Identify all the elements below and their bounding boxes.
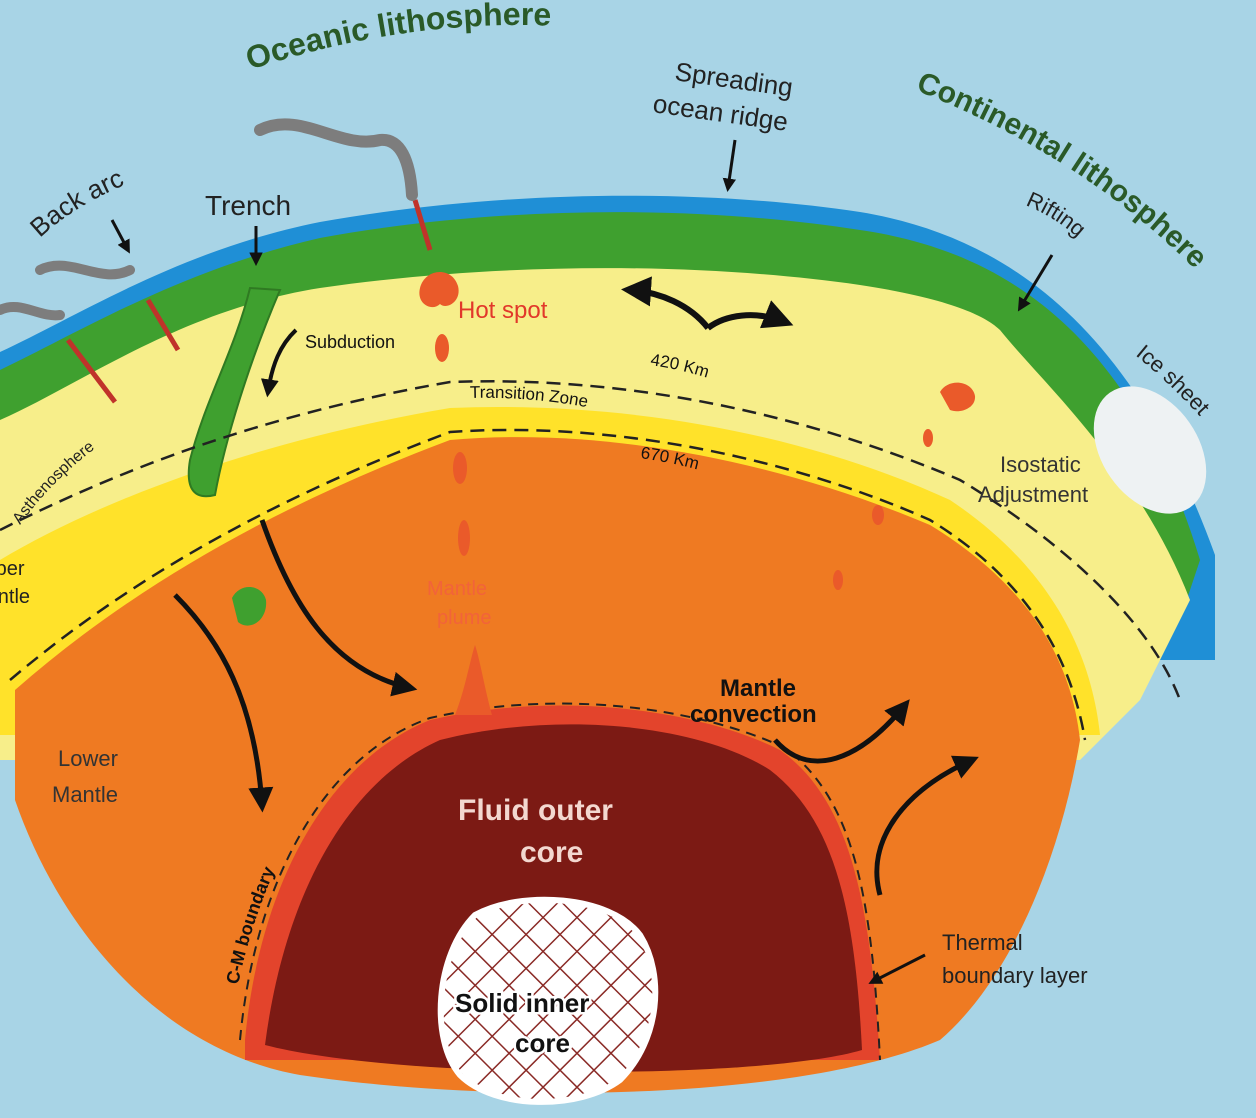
volcano-smoke (40, 266, 130, 275)
label-rifting: Rifting (1023, 187, 1091, 242)
label-mantle-convection-2: convection (690, 701, 817, 728)
label-upper-mantle-1: Upper (0, 558, 25, 580)
magma-blob (923, 429, 933, 447)
plume-blob (458, 520, 470, 556)
label-outer-core-2: core (520, 836, 583, 869)
label-outer-core-1: Fluid outer (458, 794, 613, 827)
label-thermal-1: Thermal (942, 930, 1023, 955)
magma-blob (872, 505, 884, 525)
label-oceanic-lithosphere: Oceanic lithosphere (241, 0, 552, 77)
label-isostatic-2: Adjustment (978, 482, 1088, 507)
label-trench: Trench (205, 190, 291, 221)
label-lower-mantle-1: Lower (58, 746, 118, 771)
volcano-smoke (260, 124, 412, 195)
volcano-smoke (0, 307, 60, 315)
label-back-arc: Back arc (24, 163, 128, 243)
label-upper-mantle-2: Mantle (0, 586, 30, 608)
label-mantle-plume-2: plume (437, 607, 491, 629)
label-mantle-convection-1: Mantle (720, 675, 796, 702)
label-inner-core-1: Solid inner (455, 988, 589, 1018)
plume-blob (453, 452, 467, 484)
label-thermal-2: boundary layer (942, 963, 1088, 988)
label-inner-core-2: core (515, 1028, 570, 1058)
magma-blob (833, 570, 843, 590)
label-mantle-plume-1: Mantle (427, 578, 487, 600)
plume-blob (435, 334, 449, 362)
arrow-back-arc (112, 220, 128, 250)
label-lower-mantle-2: Mantle (52, 782, 118, 807)
label-isostatic-1: Isostatic (1000, 452, 1081, 477)
label-subduction: Subduction (305, 332, 395, 352)
arrow-ridge (728, 140, 735, 188)
label-hot-spot: Hot spot (458, 297, 548, 324)
